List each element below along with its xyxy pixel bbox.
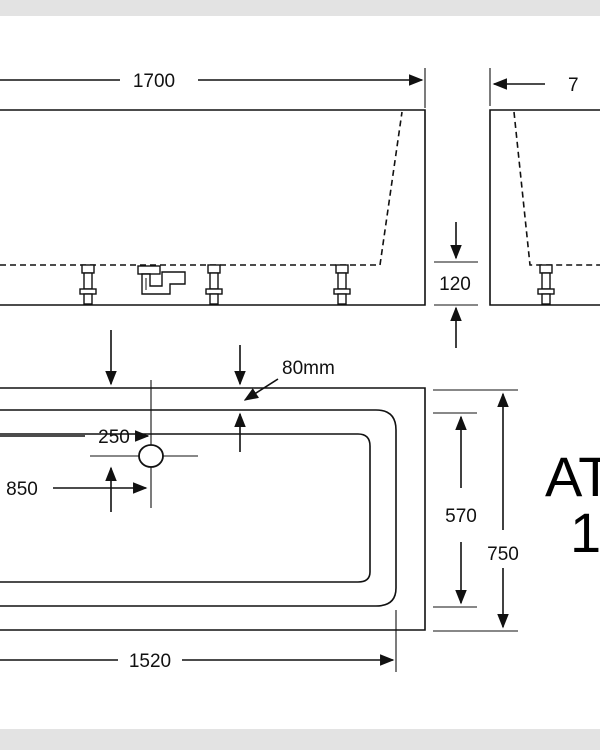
bath-outer-rim — [0, 387, 426, 631]
dim-label-inner-length: 1520 — [129, 651, 171, 672]
bath-side-outline — [0, 109, 426, 306]
dim-label-inner-width: 570 — [445, 506, 477, 527]
end-outline — [489, 109, 600, 306]
support-leg — [79, 264, 97, 305]
top-border-band — [0, 0, 600, 16]
dim-leader-80mm — [243, 378, 279, 401]
dim-label-rim: 80mm — [282, 358, 335, 379]
dim-label-outer-width: 750 — [487, 544, 519, 565]
end-inner-profile-dashed — [513, 111, 600, 266]
front-elevation-view: 1700 — [0, 68, 478, 348]
support-leg — [537, 264, 555, 305]
dim-label-waste-offset-x: 850 — [6, 479, 38, 500]
support-leg — [333, 264, 351, 305]
waste-trap — [137, 265, 186, 295]
end-elevation-view: 7 — [489, 68, 600, 306]
bath-inner-basin — [0, 433, 371, 583]
bottom-border-band — [0, 729, 600, 750]
bath-middle-rim — [0, 409, 397, 607]
dim-label-width-side: 7 — [568, 75, 579, 96]
bath-inner-profile-dashed — [0, 111, 403, 266]
model-code-line1: AT — [545, 445, 600, 508]
waste-outlet-circle — [138, 444, 164, 468]
support-leg — [205, 264, 223, 305]
dim-label-waste-offset-y: 250 — [98, 427, 130, 448]
plan-view: 80mm 250 850 570 750 1520 — [0, 330, 519, 672]
dim-label-leg-height: 120 — [439, 274, 471, 295]
model-code-line2: 1 — [570, 501, 600, 564]
dim-label-length-top: 1700 — [133, 71, 175, 92]
